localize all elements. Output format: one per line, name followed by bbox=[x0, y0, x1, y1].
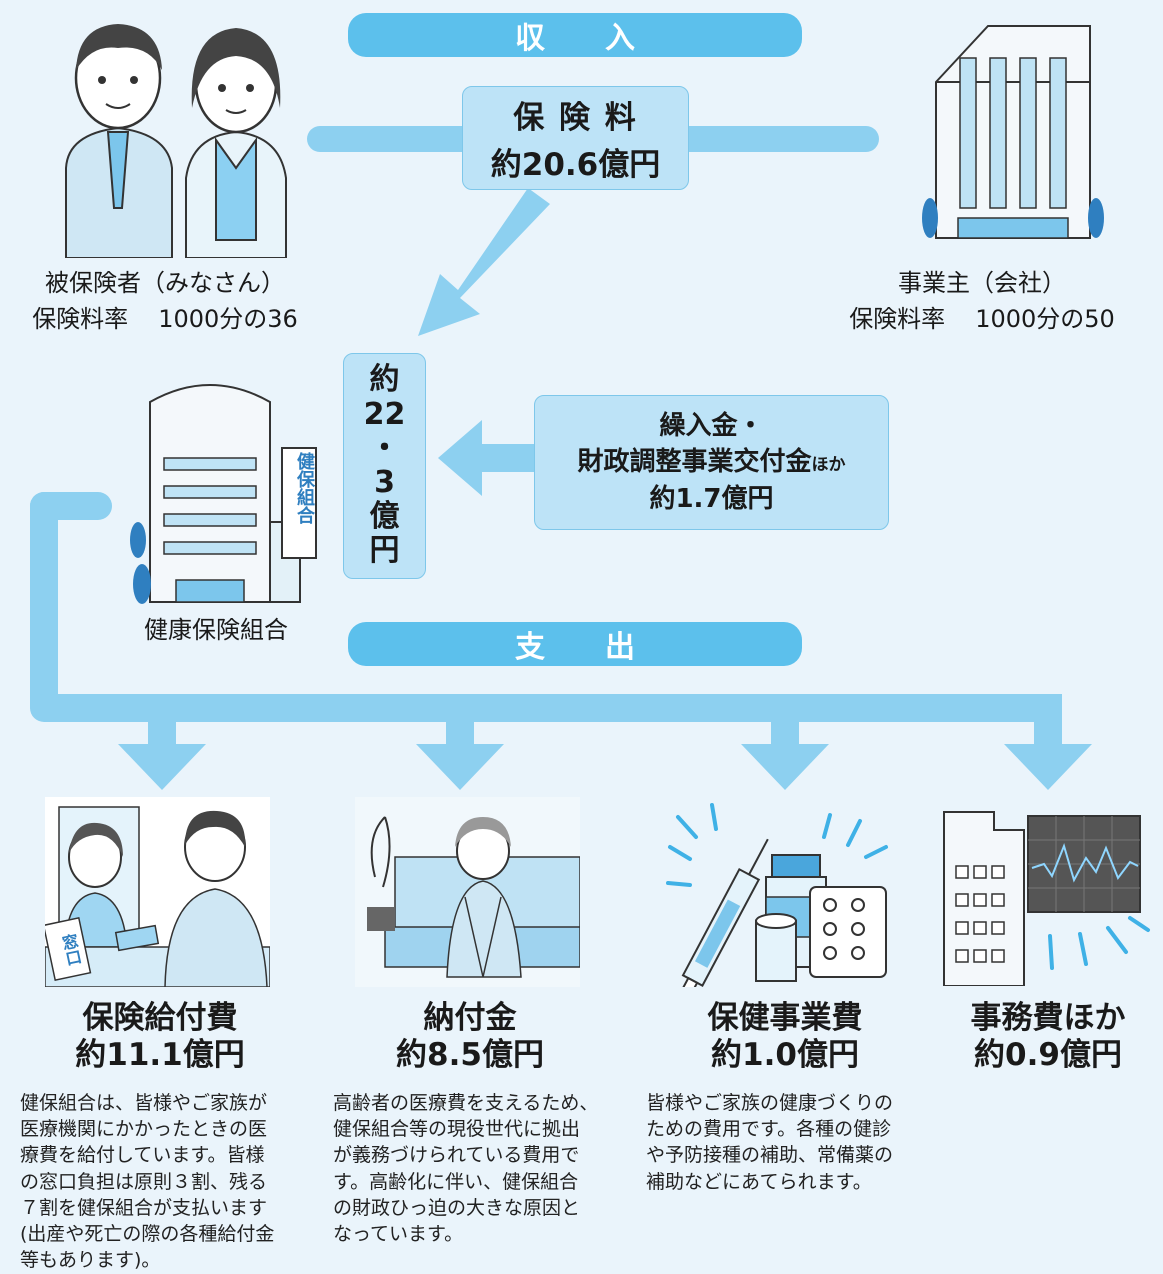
description-line: や予防接種の補助、常備薬の bbox=[646, 1144, 894, 1167]
description-line: 医療機関にかかったときの医 bbox=[20, 1118, 268, 1141]
employer-rate-value: 1000分の50 bbox=[975, 305, 1115, 333]
transfer-line2-main: 財政調整事業交付金 bbox=[577, 447, 812, 478]
employer-rate: 保険料率 1000分の50 bbox=[822, 301, 1142, 337]
insured-rate-label: 保険料率 bbox=[32, 305, 129, 333]
insured-rate: 保険料率 1000分の36 bbox=[20, 301, 310, 337]
union-sign: 健保組合 bbox=[294, 452, 315, 524]
total-char: 億 bbox=[369, 499, 400, 535]
description-line: なっています。 bbox=[333, 1223, 464, 1246]
description-line: 療費を給付しています。皆様 bbox=[20, 1144, 265, 1167]
total-char: 3 bbox=[374, 465, 395, 500]
description-line: 高齢者の医療費を支えるため、 bbox=[333, 1092, 599, 1114]
contribution-description: 高齢者の医療費を支えるため、 健保組合等の現役世代に拠出 が義務づけられている費… bbox=[333, 1090, 633, 1247]
description-line: ７割を健保組合が支払います bbox=[20, 1196, 268, 1219]
transfer-line2-small: ほか bbox=[811, 455, 846, 476]
employer-label: 事業主（会社） 保険料率 1000分の50 bbox=[822, 265, 1142, 337]
union-building-illustration bbox=[130, 384, 317, 604]
counter-illustration bbox=[45, 797, 270, 987]
description-line: 等もあります)。 bbox=[20, 1249, 161, 1272]
expense-amount: 約0.9億円 bbox=[974, 1037, 1122, 1074]
description-line: の窓口負担は原則３割、残る bbox=[20, 1170, 268, 1193]
expense-title: 保険給付費 bbox=[82, 1000, 238, 1036]
total-char: ・ bbox=[369, 430, 400, 466]
elderly-woman-illustration bbox=[355, 797, 580, 987]
expense-title: 保健事業費 bbox=[707, 1000, 863, 1036]
expense-item-health: 保健事業費 約1.0億円 bbox=[665, 1000, 905, 1074]
medicine-illustration bbox=[666, 803, 888, 987]
description-line: が義務づけられている費用で bbox=[333, 1144, 580, 1167]
total-box: 約 22 ・ 3 億 円 bbox=[343, 353, 426, 579]
insured-rate-value: 1000分の36 bbox=[158, 305, 298, 333]
description-line: す。高齢化に伴い、健保組合 bbox=[333, 1170, 579, 1193]
premium-title: 保 険 料 bbox=[513, 100, 638, 136]
transfer-amount: 約1.7億円 bbox=[649, 483, 774, 514]
description-line: 皆様やご家族の健康づくりの bbox=[646, 1092, 894, 1114]
transfer-line2: 財政調整事業交付金ほか bbox=[577, 444, 845, 480]
health-description: 皆様やご家族の健康づくりの ための費用です。各種の健診 や予防接種の補助、常備薬… bbox=[646, 1090, 946, 1195]
office-monitor-illustration bbox=[943, 811, 1150, 986]
insured-label: 被保険者（みなさん） 保険料率 1000分の36 bbox=[20, 265, 310, 337]
insured-name: 被保険者（みなさん） bbox=[45, 269, 285, 297]
expense-title: 納付金 bbox=[423, 1000, 517, 1036]
transfer-line1: 繰入金・ bbox=[659, 410, 764, 441]
expense-header: 支出 bbox=[348, 622, 802, 666]
employer-rate-label: 保険料率 bbox=[849, 305, 946, 333]
total-char: 約 bbox=[369, 362, 400, 398]
premium-amount: 約20.6億円 bbox=[490, 147, 661, 183]
total-char: 円 bbox=[369, 533, 400, 569]
expense-amount: 約11.1億円 bbox=[75, 1037, 245, 1074]
insured-people-illustration bbox=[65, 24, 287, 258]
description-line: の財政ひっ迫の大きな原因と bbox=[333, 1196, 581, 1219]
total-char: 22 bbox=[363, 396, 406, 432]
description-line: 補助などにあてられます。 bbox=[646, 1170, 872, 1193]
expense-title: 事務費ほか bbox=[970, 1000, 1126, 1036]
description-line: ための費用です。各種の健診 bbox=[646, 1118, 892, 1141]
expense-amount: 約1.0億円 bbox=[711, 1037, 859, 1074]
employer-building-illustration bbox=[922, 25, 1104, 239]
benefits-description: 健保組合は、皆様やご家族が 医療機関にかかったときの医 療費を給付しています。皆… bbox=[20, 1090, 320, 1274]
income-header: 収入 bbox=[348, 13, 802, 57]
description-line: 健保組合等の現役世代に拠出 bbox=[333, 1118, 581, 1141]
description-line: (出産や死亡の際の各種給付金 bbox=[20, 1223, 275, 1246]
description-line: 健保組合は、皆様やご家族が bbox=[20, 1092, 268, 1114]
expense-item-benefits: 保険給付費 約11.1億円 bbox=[40, 1000, 280, 1074]
transfer-box: 繰入金・ 財政調整事業交付金ほか 約1.7億円 bbox=[534, 395, 889, 530]
expense-amount: 約8.5億円 bbox=[396, 1037, 544, 1074]
union-label: 健康保険組合 bbox=[144, 616, 288, 644]
expense-item-contribution: 納付金 約8.5億円 bbox=[350, 1000, 590, 1074]
employer-name: 事業主（会社） bbox=[898, 269, 1066, 297]
premium-box: 保 険 料 約20.6億円 bbox=[462, 86, 689, 190]
expense-item-admin: 事務費ほか 約0.9億円 bbox=[928, 1000, 1163, 1074]
